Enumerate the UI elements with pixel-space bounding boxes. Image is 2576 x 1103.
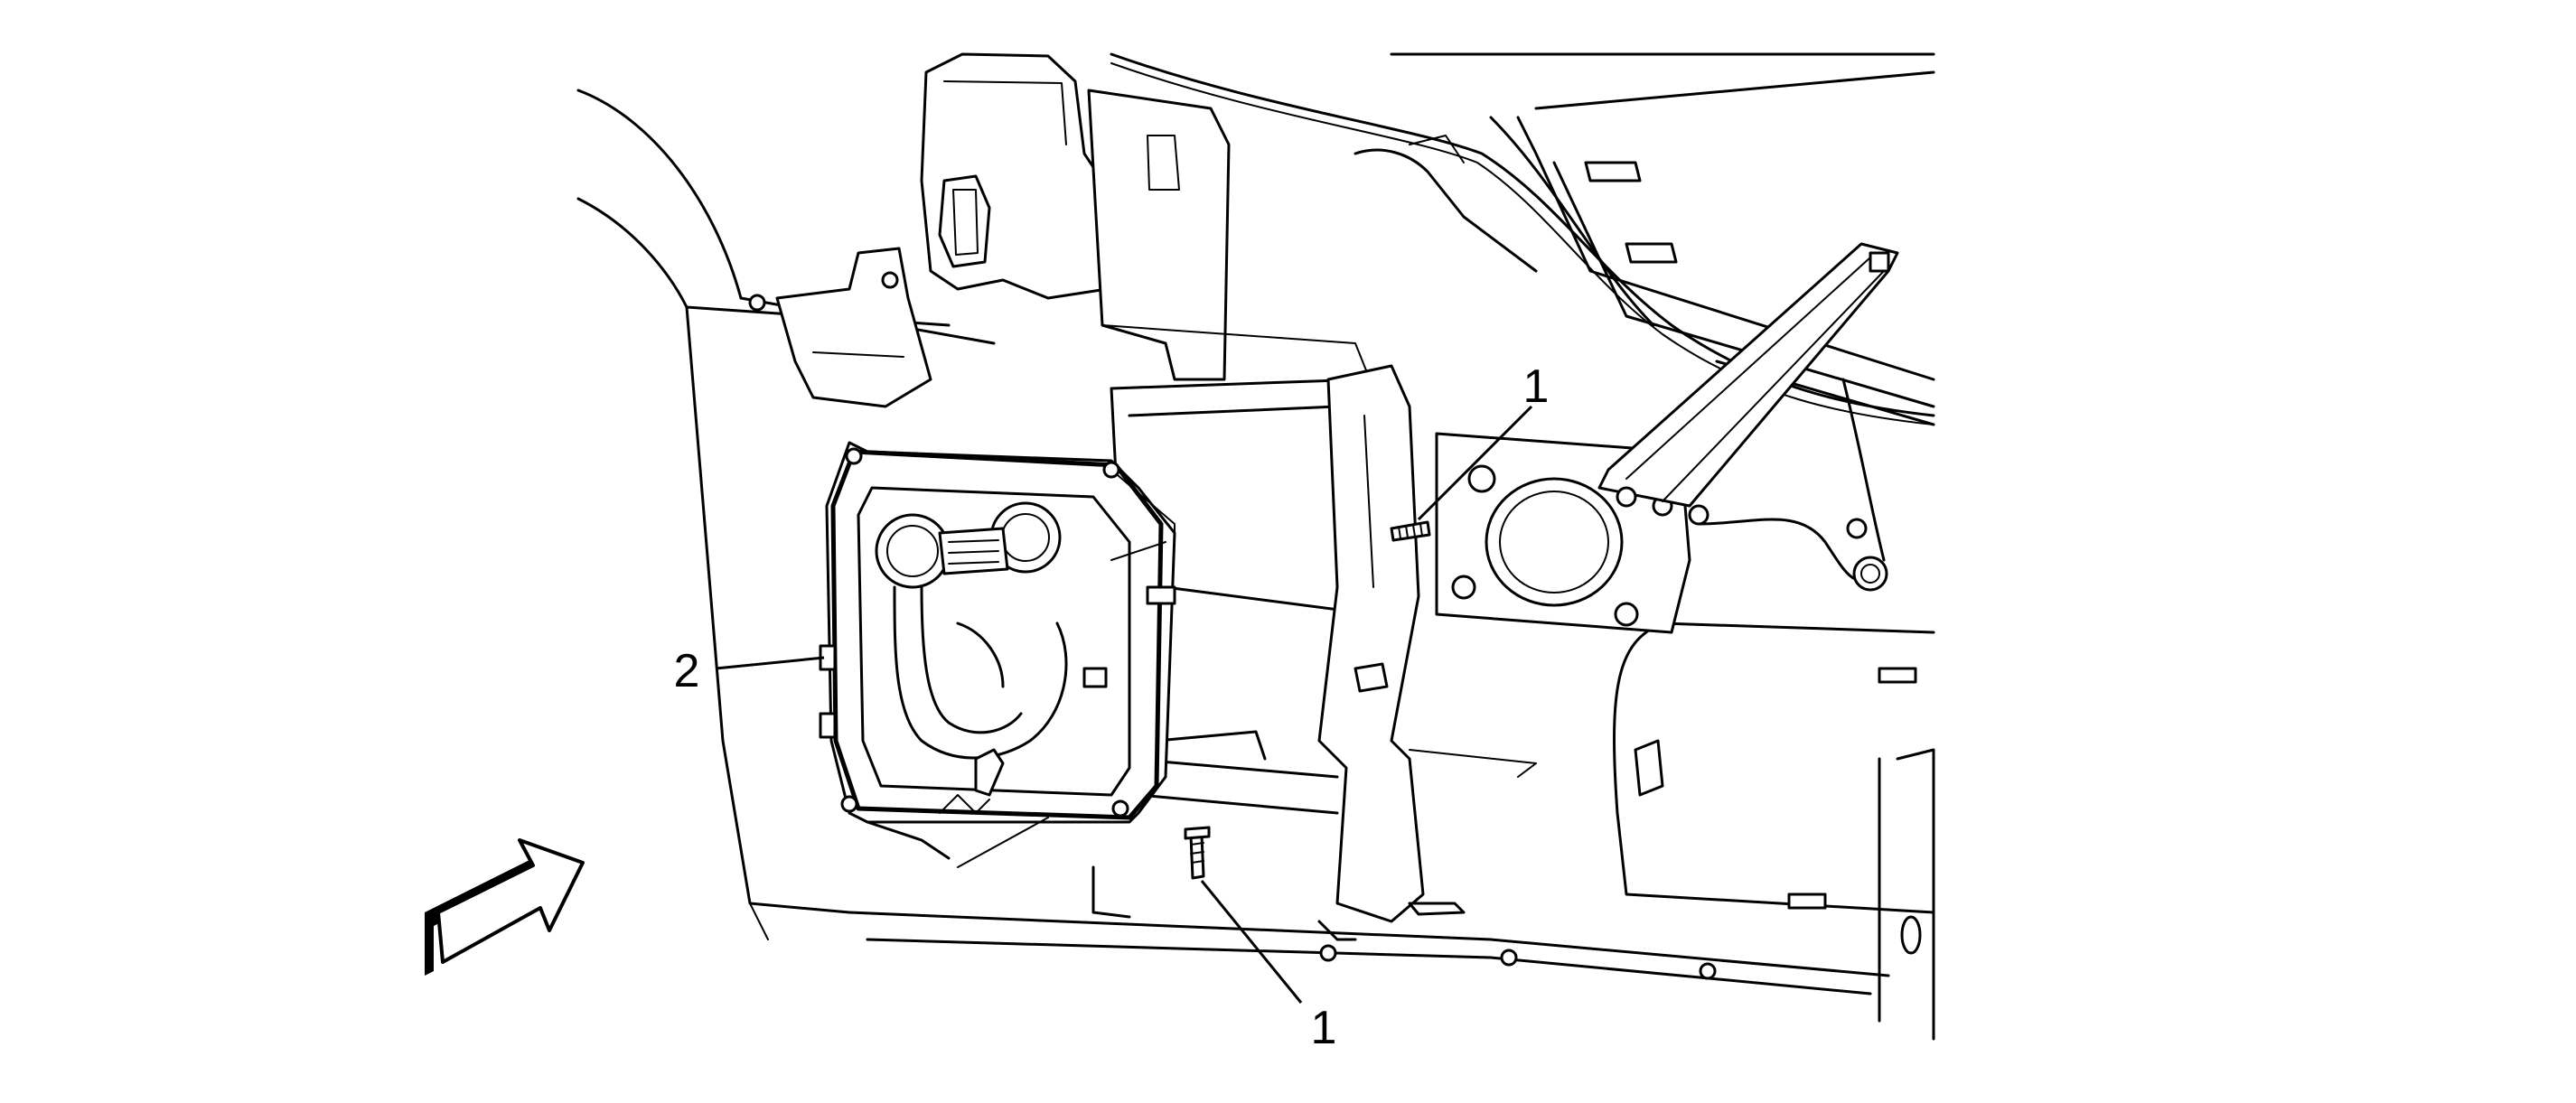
leader-callout-1-upper [1417, 405, 1533, 521]
callout-1-lower: 1 [1311, 1002, 1337, 1054]
leader-lines [715, 405, 1533, 1004]
view-direction-arrow-icon [425, 838, 585, 976]
fastener-bolt-upper [1390, 520, 1431, 542]
lower-panel [866, 820, 1717, 980]
leader-callout-2 [715, 656, 825, 670]
left-mounting-bracket [748, 247, 932, 408]
leader-callout-1-lower [1200, 880, 1303, 1004]
callout-1-upper: 1 [1523, 360, 1550, 413]
fastener-bolt-lower [1184, 826, 1211, 880]
upper-bracket-assembly [920, 52, 1374, 389]
sensor-wire [1688, 378, 1888, 592]
wiring-harness [1110, 52, 1935, 425]
headlamp-assembly [819, 441, 1176, 868]
radiator-support [1516, 116, 1935, 1041]
callout-2: 2 [674, 645, 700, 697]
support-strut [1597, 242, 1899, 508]
